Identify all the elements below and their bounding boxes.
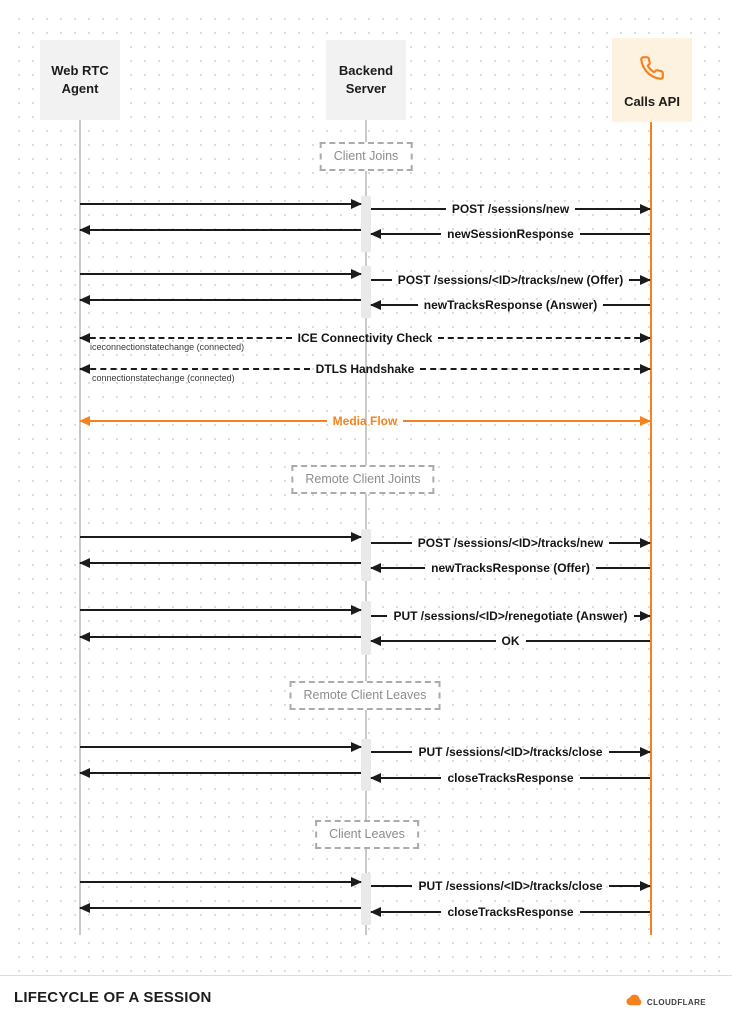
cloud-icon [625, 993, 643, 1011]
activation-bar [361, 196, 371, 252]
arrowhead-right-icon [351, 605, 362, 615]
arrowhead-right-icon [351, 532, 362, 542]
note-remote-client-leaves: Remote Client Leaves [289, 681, 441, 710]
message-media-flow: Media Flow [79, 413, 651, 429]
arrowhead-left-icon [79, 295, 90, 305]
message-response-backend-to-webrtc [79, 900, 361, 916]
arrowhead-left-icon [370, 563, 381, 573]
arrowhead-right-icon [640, 275, 651, 285]
page-title: LIFECYCLE OF A SESSION [14, 989, 212, 1006]
message-close-tracks-response: closeTracksResponse [370, 770, 651, 786]
arrowhead-right-icon [351, 199, 362, 209]
actor-calls-api-label: Calls API [624, 94, 680, 109]
arrowhead-right-icon [351, 742, 362, 752]
message-ice-connectivity-check: ICE Connectivity Check [79, 330, 651, 346]
arrowhead-right-icon [351, 877, 362, 887]
phone-icon [639, 55, 665, 86]
annotation-iceconnectionstatechange: iceconnectionstatechange (connected) [90, 342, 245, 352]
message-response-backend-to-webrtc [79, 629, 361, 645]
arrowhead-left-icon [79, 768, 90, 778]
arrowhead-right-icon [640, 333, 651, 343]
cloudflare-logo: CLOUDFLARE [625, 993, 706, 1011]
arrowhead-right-icon [640, 416, 651, 426]
arrowhead-left-icon [370, 907, 381, 917]
arrowhead-left-icon [370, 636, 381, 646]
lifeline-calls-api [650, 122, 652, 935]
arrowhead-left-icon [79, 632, 90, 642]
message-request-webrtc-to-backend [80, 529, 362, 545]
brand-text: CLOUDFLARE [646, 997, 706, 1007]
activation-bar [361, 266, 371, 318]
arrowhead-left-icon [370, 229, 381, 239]
message-new-tracks-response-offer: newTracksResponse (Offer) [370, 560, 650, 576]
arrowhead-left-icon [370, 300, 381, 310]
message-post-tracks-new: POST /sessions/<ID>/tracks/new [371, 535, 651, 551]
arrowhead-right-icon [640, 204, 651, 214]
lifeline-webrtc-agent [79, 120, 81, 935]
arrowhead-right-icon [640, 881, 651, 891]
arrowhead-left-icon [79, 225, 90, 235]
message-request-webrtc-to-backend [80, 739, 362, 755]
arrowhead-right-icon [640, 611, 651, 621]
activation-bar [361, 601, 371, 655]
message-response-backend-to-webrtc [79, 292, 361, 308]
arrowhead-right-icon [640, 364, 651, 374]
note-remote-client-joins: Remote Client Joints [291, 465, 435, 494]
message-dtls-handshake: DTLS Handshake [79, 361, 651, 377]
activation-bar [361, 739, 371, 791]
message-put-tracks-close: PUT /sessions/<ID>/tracks/close [371, 744, 651, 760]
message-put-renegotiate-answer: PUT /sessions/<ID>/renegotiate (Answer) [371, 608, 651, 624]
arrowhead-right-icon [640, 747, 651, 757]
actor-calls-api: Calls API [612, 38, 692, 122]
message-post-sessions-new: POST /sessions/new [371, 201, 651, 217]
message-ok: OK [370, 633, 650, 649]
message-request-webrtc-to-backend [80, 602, 362, 618]
message-request-webrtc-to-backend [80, 266, 362, 282]
message-response-backend-to-webrtc [79, 222, 361, 238]
message-request-webrtc-to-backend [80, 874, 362, 890]
arrowhead-left-icon [79, 364, 90, 374]
annotation-connectionstatechange: connectionstatechange (connected) [92, 373, 235, 383]
message-post-tracks-new-offer: POST /sessions/<ID>/tracks/new (Offer) [371, 272, 651, 288]
lifeline-backend-server [365, 120, 367, 935]
footer: LIFECYCLE OF A SESSION CLOUDFLARE [0, 975, 732, 1019]
actor-webrtc-agent: Web RTC Agent [40, 40, 120, 120]
message-close-tracks-response: closeTracksResponse [370, 904, 651, 920]
actor-webrtc-agent-label: Web RTC Agent [51, 63, 109, 96]
message-response-backend-to-webrtc [79, 555, 361, 571]
message-response-backend-to-webrtc [79, 765, 361, 781]
arrowhead-right-icon [640, 538, 651, 548]
note-client-leaves: Client Leaves [315, 820, 419, 849]
arrowhead-left-icon [79, 558, 90, 568]
arrowhead-left-icon [79, 903, 90, 913]
note-client-joins: Client Joins [319, 142, 413, 171]
actor-backend-server: Backend Server [326, 40, 406, 120]
actor-backend-server-label: Backend Server [338, 63, 394, 96]
activation-bar [361, 529, 371, 581]
arrowhead-left-icon [370, 773, 381, 783]
activation-bar [361, 873, 371, 925]
arrowhead-left-icon [79, 333, 90, 343]
message-new-tracks-response-answer: newTracksResponse (Answer) [370, 297, 650, 313]
message-request-webrtc-to-backend [80, 196, 362, 212]
arrowhead-left-icon [79, 416, 90, 426]
message-new-session-response: newSessionResponse [370, 226, 650, 242]
arrowhead-right-icon [351, 269, 362, 279]
message-put-tracks-close: PUT /sessions/<ID>/tracks/close [371, 878, 651, 894]
